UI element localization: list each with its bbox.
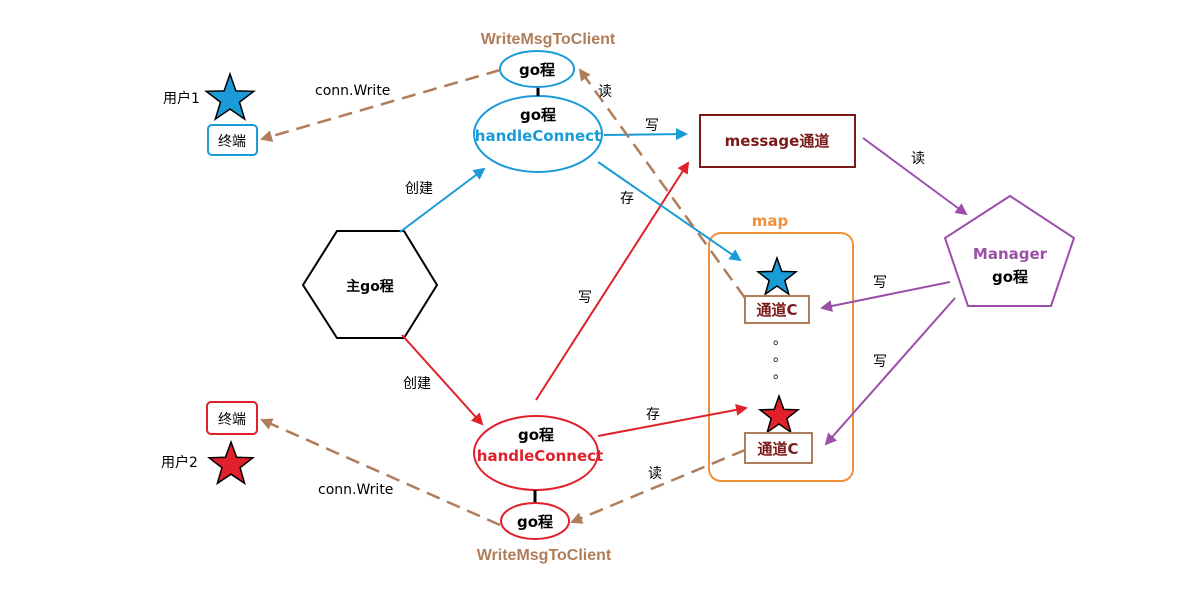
create-label-bottom: 创建 bbox=[403, 376, 431, 392]
map-channel-bottom-box bbox=[744, 432, 813, 464]
create-label-top: 创建 bbox=[405, 181, 433, 197]
conn-write-label-bottom: conn.Write bbox=[318, 482, 393, 498]
manager-write-arrow-top bbox=[820, 281, 951, 312]
conn-write-label-top: conn.Write bbox=[315, 83, 390, 99]
manager-read-arrow bbox=[862, 137, 968, 216]
main-go-hexagon bbox=[301, 230, 439, 339]
manager-write-label-bottom: 写 bbox=[873, 354, 887, 370]
user2-terminal-label: 终端 bbox=[218, 412, 246, 428]
manager-write-arrow-bottom bbox=[824, 297, 956, 446]
map-ellipsis-3: 。 bbox=[773, 366, 787, 382]
map-channel-bottom-label: 通道C bbox=[757, 440, 798, 458]
map-ellipsis-2: 。 bbox=[773, 349, 787, 365]
writer-go-top-label: go程 bbox=[519, 61, 555, 79]
store-label-top: 存 bbox=[620, 191, 634, 207]
manager-write-label-top: 写 bbox=[873, 275, 887, 291]
read-label-bottom: 读 bbox=[648, 465, 662, 482]
handle-connect-bottom-go: go程 bbox=[518, 426, 554, 444]
user1-star-icon bbox=[204, 71, 256, 122]
manager-read-label: 读 bbox=[911, 150, 925, 167]
user1-terminal-label: 终端 bbox=[218, 134, 246, 150]
handle-connect-top-name: handleConnect bbox=[475, 127, 601, 145]
map-channel-top-label: 通道C bbox=[756, 301, 797, 319]
map-star-bottom-icon bbox=[757, 393, 801, 435]
writer-title-top: WriteMsgToClient bbox=[481, 31, 616, 48]
user1-terminal-box bbox=[207, 124, 258, 156]
writer-go-bottom-label: go程 bbox=[517, 513, 553, 531]
write-arrow-top bbox=[603, 128, 688, 141]
message-channel-box bbox=[699, 114, 856, 168]
main-go-label: 主go程 bbox=[346, 278, 394, 295]
store-arrow-bottom bbox=[597, 403, 748, 437]
manager-go-label: go程 bbox=[992, 268, 1028, 286]
writer-go-bottom-ellipse bbox=[500, 502, 570, 540]
map-box bbox=[708, 232, 854, 482]
writer-go-top-ellipse bbox=[499, 50, 575, 88]
manager-pentagon bbox=[943, 194, 1076, 307]
user2-label: 用户2 bbox=[161, 454, 198, 471]
map-star-top-icon bbox=[755, 255, 799, 297]
conn-write-arrow-top bbox=[260, 68, 501, 142]
read-arrow-top bbox=[578, 68, 747, 299]
user2-star-icon bbox=[206, 439, 256, 486]
write-label-bottom: 写 bbox=[578, 290, 592, 306]
read-label-top: 读 bbox=[598, 83, 612, 100]
write-label-top: 写 bbox=[645, 118, 659, 134]
handle-connect-bottom-name: handleConnect bbox=[477, 447, 603, 465]
writer-title-bottom: WriteMsgToClient bbox=[477, 547, 612, 564]
conn-write-arrow-bottom bbox=[260, 418, 501, 527]
map-ellipsis-1: 。 bbox=[773, 332, 787, 348]
user2-terminal-box bbox=[206, 401, 258, 435]
store-arrow-top bbox=[597, 161, 742, 262]
manager-name: Manager bbox=[973, 245, 1048, 263]
create-arrow-bottom bbox=[401, 334, 484, 426]
map-channel-top-box bbox=[744, 295, 810, 324]
read-arrow-bottom bbox=[570, 448, 746, 524]
handle-connect-top-go: go程 bbox=[520, 106, 556, 124]
write-arrow-bottom bbox=[535, 161, 690, 401]
message-channel-label: message通道 bbox=[725, 132, 830, 150]
create-arrow-top bbox=[399, 167, 486, 233]
user1-label: 用户1 bbox=[163, 90, 200, 107]
map-title: map bbox=[752, 212, 789, 230]
store-label-bottom: 存 bbox=[646, 407, 660, 423]
